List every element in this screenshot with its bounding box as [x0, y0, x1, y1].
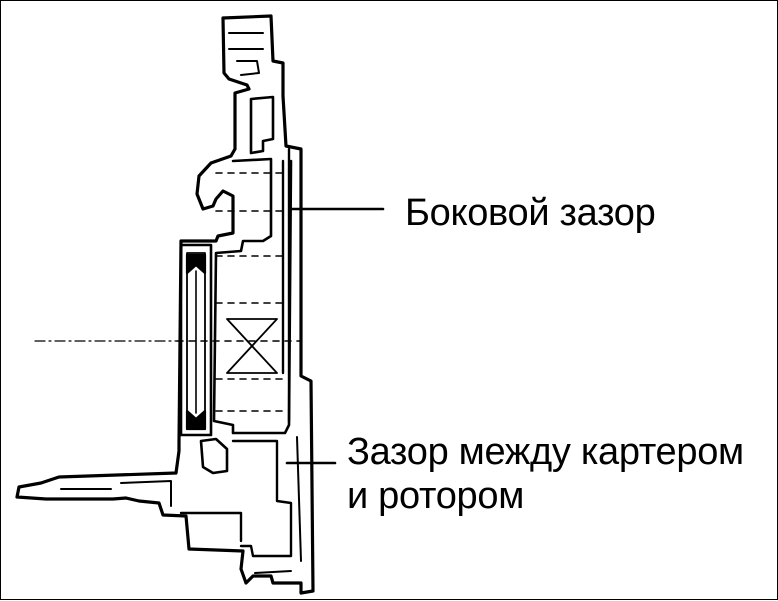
ear-detail — [228, 32, 264, 76]
housing-outline — [15, 14, 315, 595]
housing-rotor-label-line2: и ротором — [347, 475, 525, 517]
rotor-x-pattern — [226, 318, 278, 374]
housing-rotor-clearance-label: Зазор между картером и ротором — [347, 430, 744, 518]
lower-housing-detail-3 — [60, 480, 172, 507]
lower-housing-detail-4 — [254, 436, 302, 574]
upper-seal — [185, 253, 207, 275]
lower-housing-detail — [199, 437, 229, 475]
housing-rotor-label-line1: Зазор между картером — [347, 431, 744, 473]
lower-housing-detail-2 — [179, 439, 293, 558]
inner-contour-2 — [212, 157, 293, 435]
side-clearance-label: Боковой зазор — [405, 192, 656, 234]
cover-inner-wall — [281, 147, 291, 423]
dashed-lines — [176, 172, 302, 412]
seal-channel — [179, 243, 213, 437]
lower-seal — [185, 409, 207, 431]
inner-contour — [249, 95, 275, 155]
